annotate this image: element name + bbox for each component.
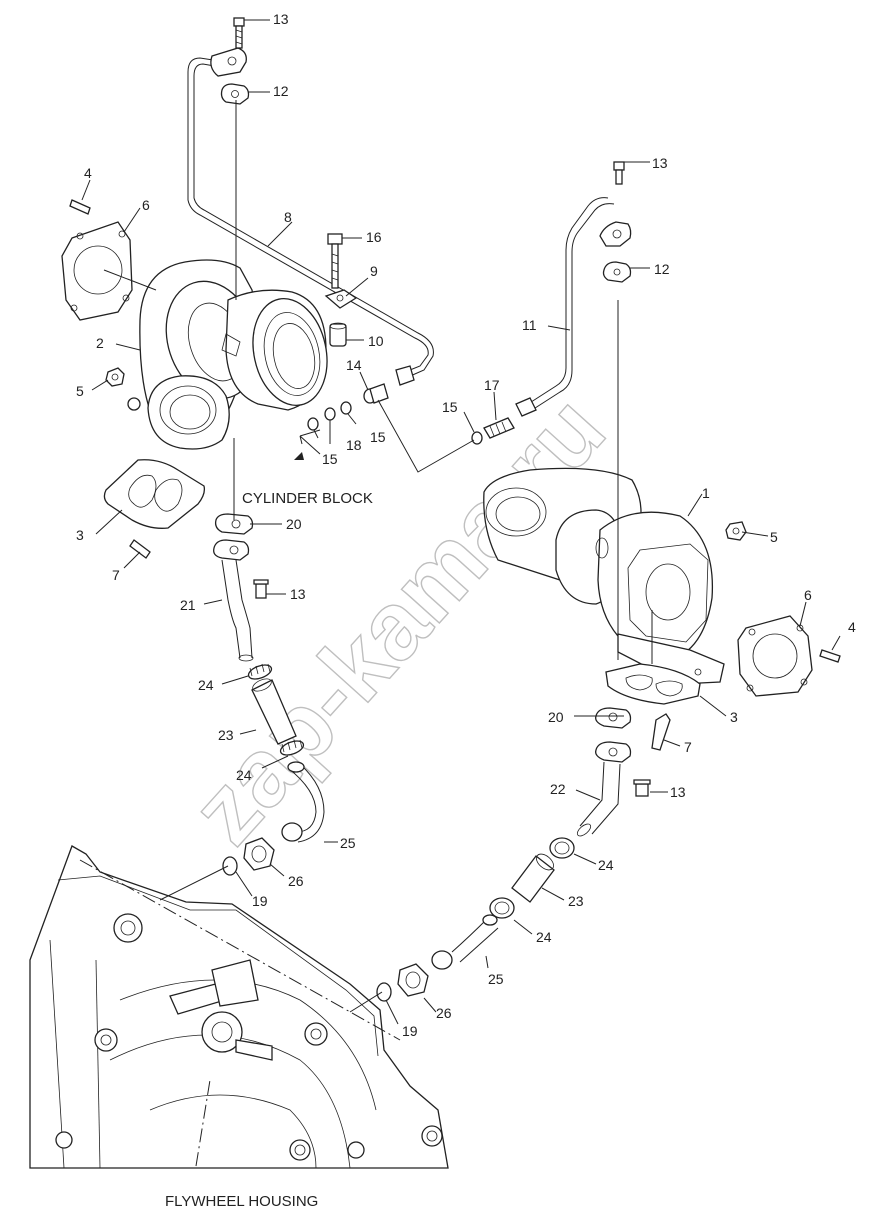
callout-5: 5 — [770, 529, 778, 545]
stud-7-left — [129, 539, 151, 559]
callout-1: 1 — [702, 485, 710, 501]
callout-16: 16 — [366, 229, 382, 245]
callout-7: 7 — [684, 739, 692, 755]
callout-9: 9 — [370, 263, 378, 279]
washer-15-lower — [307, 417, 319, 431]
callout-3: 3 — [730, 709, 738, 725]
callout-12: 12 — [273, 83, 289, 99]
callout-12: 12 — [654, 261, 670, 277]
callout-26: 26 — [436, 1005, 452, 1021]
callout-7: 7 — [112, 567, 120, 583]
flywheel-housing-label: FLYWHEEL HOUSING — [165, 1193, 318, 1210]
turbocharger-left — [127, 259, 328, 450]
spacer-10 — [329, 322, 347, 347]
callout-15: 15 — [442, 399, 458, 415]
bolt-16 — [327, 233, 343, 289]
callout-19: 19 — [252, 893, 268, 909]
callout-13: 13 — [273, 11, 289, 27]
callout-11: 11 — [522, 317, 537, 333]
callout-numbers: 13 12 4 6 8 16 9 2 10 5 14 15 18 15 3 7 … — [76, 11, 856, 1039]
callout-10: 10 — [368, 333, 384, 349]
callout-6: 6 — [142, 197, 150, 213]
callout-4: 4 — [848, 619, 856, 635]
clamp-24-left-upper — [247, 663, 273, 680]
fitting-14 — [363, 383, 389, 404]
hose-23-right — [511, 853, 555, 903]
o-ring-19-left — [222, 856, 238, 876]
bolt-13-top-right — [613, 161, 625, 185]
callout-20: 20 — [548, 709, 564, 725]
bolt-13-top-left — [233, 17, 245, 49]
washer-18 — [324, 407, 336, 421]
return-pipe-22 — [576, 741, 632, 837]
bolt-13-right-lower — [633, 779, 651, 797]
callout-25: 25 — [488, 971, 504, 987]
oil-feed-pipe-right — [515, 197, 632, 417]
hose-23-left — [251, 678, 297, 745]
oil-feed-pipe-left — [187, 47, 434, 386]
callout-18: 18 — [346, 437, 362, 453]
fitting-26-right — [397, 963, 429, 997]
gasket-6-right — [737, 615, 813, 697]
callout-15: 15 — [370, 429, 386, 445]
callout-3: 3 — [76, 527, 84, 543]
cylinder-block-arrow — [294, 429, 321, 460]
stud-4-right — [819, 649, 841, 663]
nut-5-right — [725, 521, 747, 541]
callout-24: 24 — [536, 929, 552, 945]
o-ring-19-right — [376, 982, 392, 1002]
callout-24: 24 — [236, 767, 252, 783]
flange-20-right — [595, 707, 632, 729]
callout-2: 2 — [96, 335, 104, 351]
callout-13: 13 — [670, 784, 686, 800]
clamp-24-right-upper — [549, 837, 575, 859]
clamp-24-left-lower — [279, 739, 305, 756]
cylinder-block-label: CYLINDER BLOCK — [242, 490, 373, 507]
callout-5: 5 — [76, 383, 84, 399]
clamp-9 — [324, 289, 358, 309]
callout-15: 15 — [322, 451, 338, 467]
callout-20: 20 — [286, 516, 302, 532]
callout-14: 14 — [346, 357, 362, 373]
gasket-3-right — [605, 663, 701, 705]
gasket-3-left — [103, 459, 206, 529]
callout-23: 23 — [218, 727, 234, 743]
stud-4-left — [69, 199, 91, 215]
nut-5-left — [105, 367, 125, 387]
callout-6: 6 — [804, 587, 812, 603]
callout-19: 19 — [402, 1023, 418, 1039]
washer-15-upper — [340, 401, 352, 415]
gasket-12-top-left — [220, 83, 250, 105]
callout-8: 8 — [284, 209, 292, 225]
gasket-6-left — [61, 221, 133, 321]
callout-24: 24 — [198, 677, 214, 693]
stud-7-right — [651, 713, 671, 751]
flange-20-left — [214, 513, 254, 535]
callout-17: 17 — [484, 377, 500, 393]
washer-15-right — [471, 431, 483, 445]
callout-23: 23 — [568, 893, 584, 909]
callout-22: 22 — [550, 781, 566, 797]
flywheel-housing — [29, 845, 449, 1169]
bolt-13-left-lower — [253, 579, 269, 599]
leader-lines — [81, 19, 841, 1025]
return-pipe-21 — [213, 539, 254, 662]
fitting-17 — [483, 417, 515, 439]
callout-13: 13 — [290, 586, 306, 602]
hose-25-right — [431, 914, 499, 970]
turbocharger-right — [483, 467, 725, 685]
clamp-24-right-lower — [489, 897, 515, 919]
callout-24: 24 — [598, 857, 614, 873]
fitting-26-left — [243, 837, 275, 871]
callout-25: 25 — [340, 835, 356, 851]
hose-25-left — [281, 761, 325, 843]
callout-21: 21 — [180, 597, 196, 613]
gasket-12-right — [602, 261, 632, 283]
callout-26: 26 — [288, 873, 304, 889]
callout-13: 13 — [652, 155, 668, 171]
callout-4: 4 — [84, 165, 92, 181]
